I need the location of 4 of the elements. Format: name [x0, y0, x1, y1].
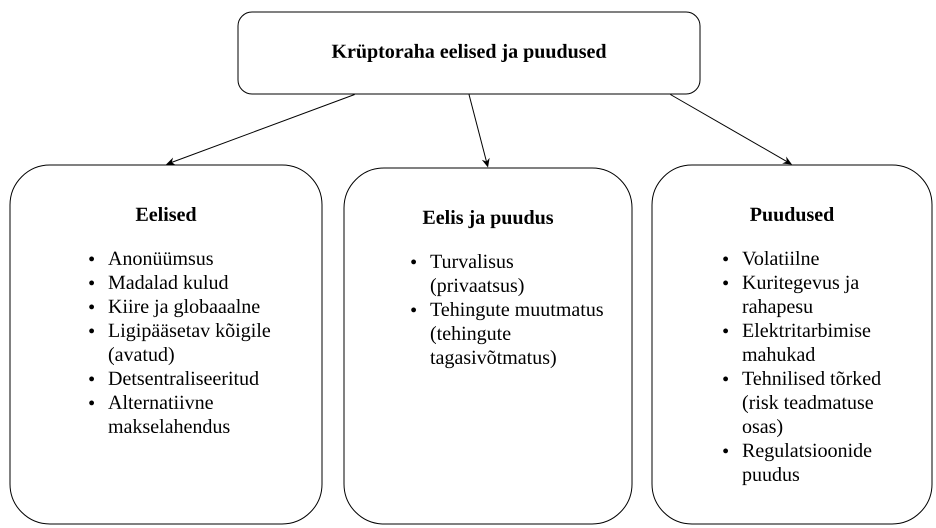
category-box: Eelised Anonüümsus Madalad kulud Kiire ja globaaalne Ligipääsetav kõigile (avatud) Detsentraliseeritud Alternatiivne makselahendus: [10, 164, 322, 524]
category-box: Eelis ja puudus Turvalisus (privaatsus) Tehingute muutmatus (tehingute tagasivõtmatus): [344, 168, 632, 524]
title-box: Krüptoraha eelised ja puudused: [238, 12, 700, 94]
category-box: Puudused Volatiilne Kuritegevus ja rahapesu Elektritarbimise mahukad Tehnilised tõrked (risk teadmatuse osas) Regulatsioonide puudus: [652, 164, 932, 524]
